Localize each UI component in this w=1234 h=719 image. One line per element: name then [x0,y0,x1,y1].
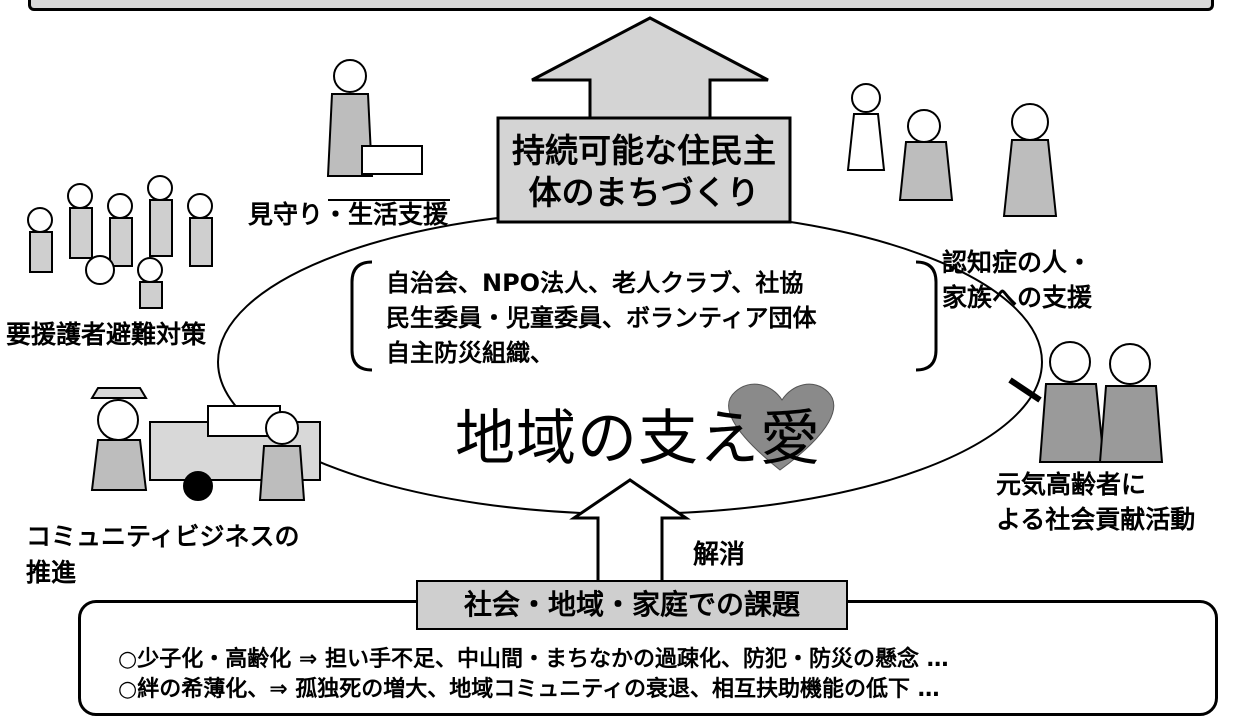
watch-support-label: 見守り・生活支援 [248,200,449,229]
heart-icon [728,383,835,471]
organization-list: 自治会、NPO法人、老人クラブ、社協 民生委員・児童委員、ボランティア団体 自主… [386,266,817,371]
issue-line: ○絆の希薄化、⇒ 孤独死の増大、地域コミュニティの衰退、相互扶助機能の低下 … [118,677,940,702]
evacuation-label: 要援護者避難対策 [6,320,207,349]
left-bracket [350,260,373,372]
issue-list: ○少子化・高齢化 ⇒ 担い手不足、中山間・まちなかの過疎化、防犯・防災の懸念 …… [118,645,949,705]
issues-title: 社会・地域・家庭での課題 [416,580,848,630]
dementia-label-line1: 認知症の人・ [942,248,1093,277]
organization-line: 民生委員・児童委員、ボランティア団体 [386,304,817,332]
cooking-person-icon [326,59,450,201]
elderly-label-line1: 元気高齢者に [996,470,1147,499]
business-label-line1: コミュニティビジネスの [26,522,300,551]
top-banner-edge [28,0,1214,11]
dementia-label-line2: 家族への支援 [942,283,1093,312]
issue-line: ○少子化・高齢化 ⇒ 担い手不足、中山間・まちなかの過疎化、防犯・防災の懸念 … [118,647,949,672]
elderly-couple-icon [1008,341,1164,463]
goal-line-2: 体のまちづくり [528,173,760,212]
business-label-line2: 推進 [26,558,77,587]
center-title: 地域の支え愛 [455,404,821,474]
organization-line: 自主防災組織、 [386,339,554,367]
caregiver-group-icon [846,83,1058,217]
crowd-icon [27,175,213,309]
truck-farmer-icon [90,387,321,501]
goal-line-1: 持続可能な住民主 [512,131,776,170]
right-bracket [915,260,938,372]
goal-arrow [531,16,769,120]
resolve-arrow [569,478,691,584]
goal-box [496,116,792,224]
goal-label: 持続可能な住民主 体のまちづくり [498,130,790,214]
organization-line: 自治会、NPO法人、老人クラブ、社協 [386,269,804,297]
elderly-label-line2: よる社会貢献活動 [996,505,1196,534]
resolve-label: 解消 [693,540,746,570]
